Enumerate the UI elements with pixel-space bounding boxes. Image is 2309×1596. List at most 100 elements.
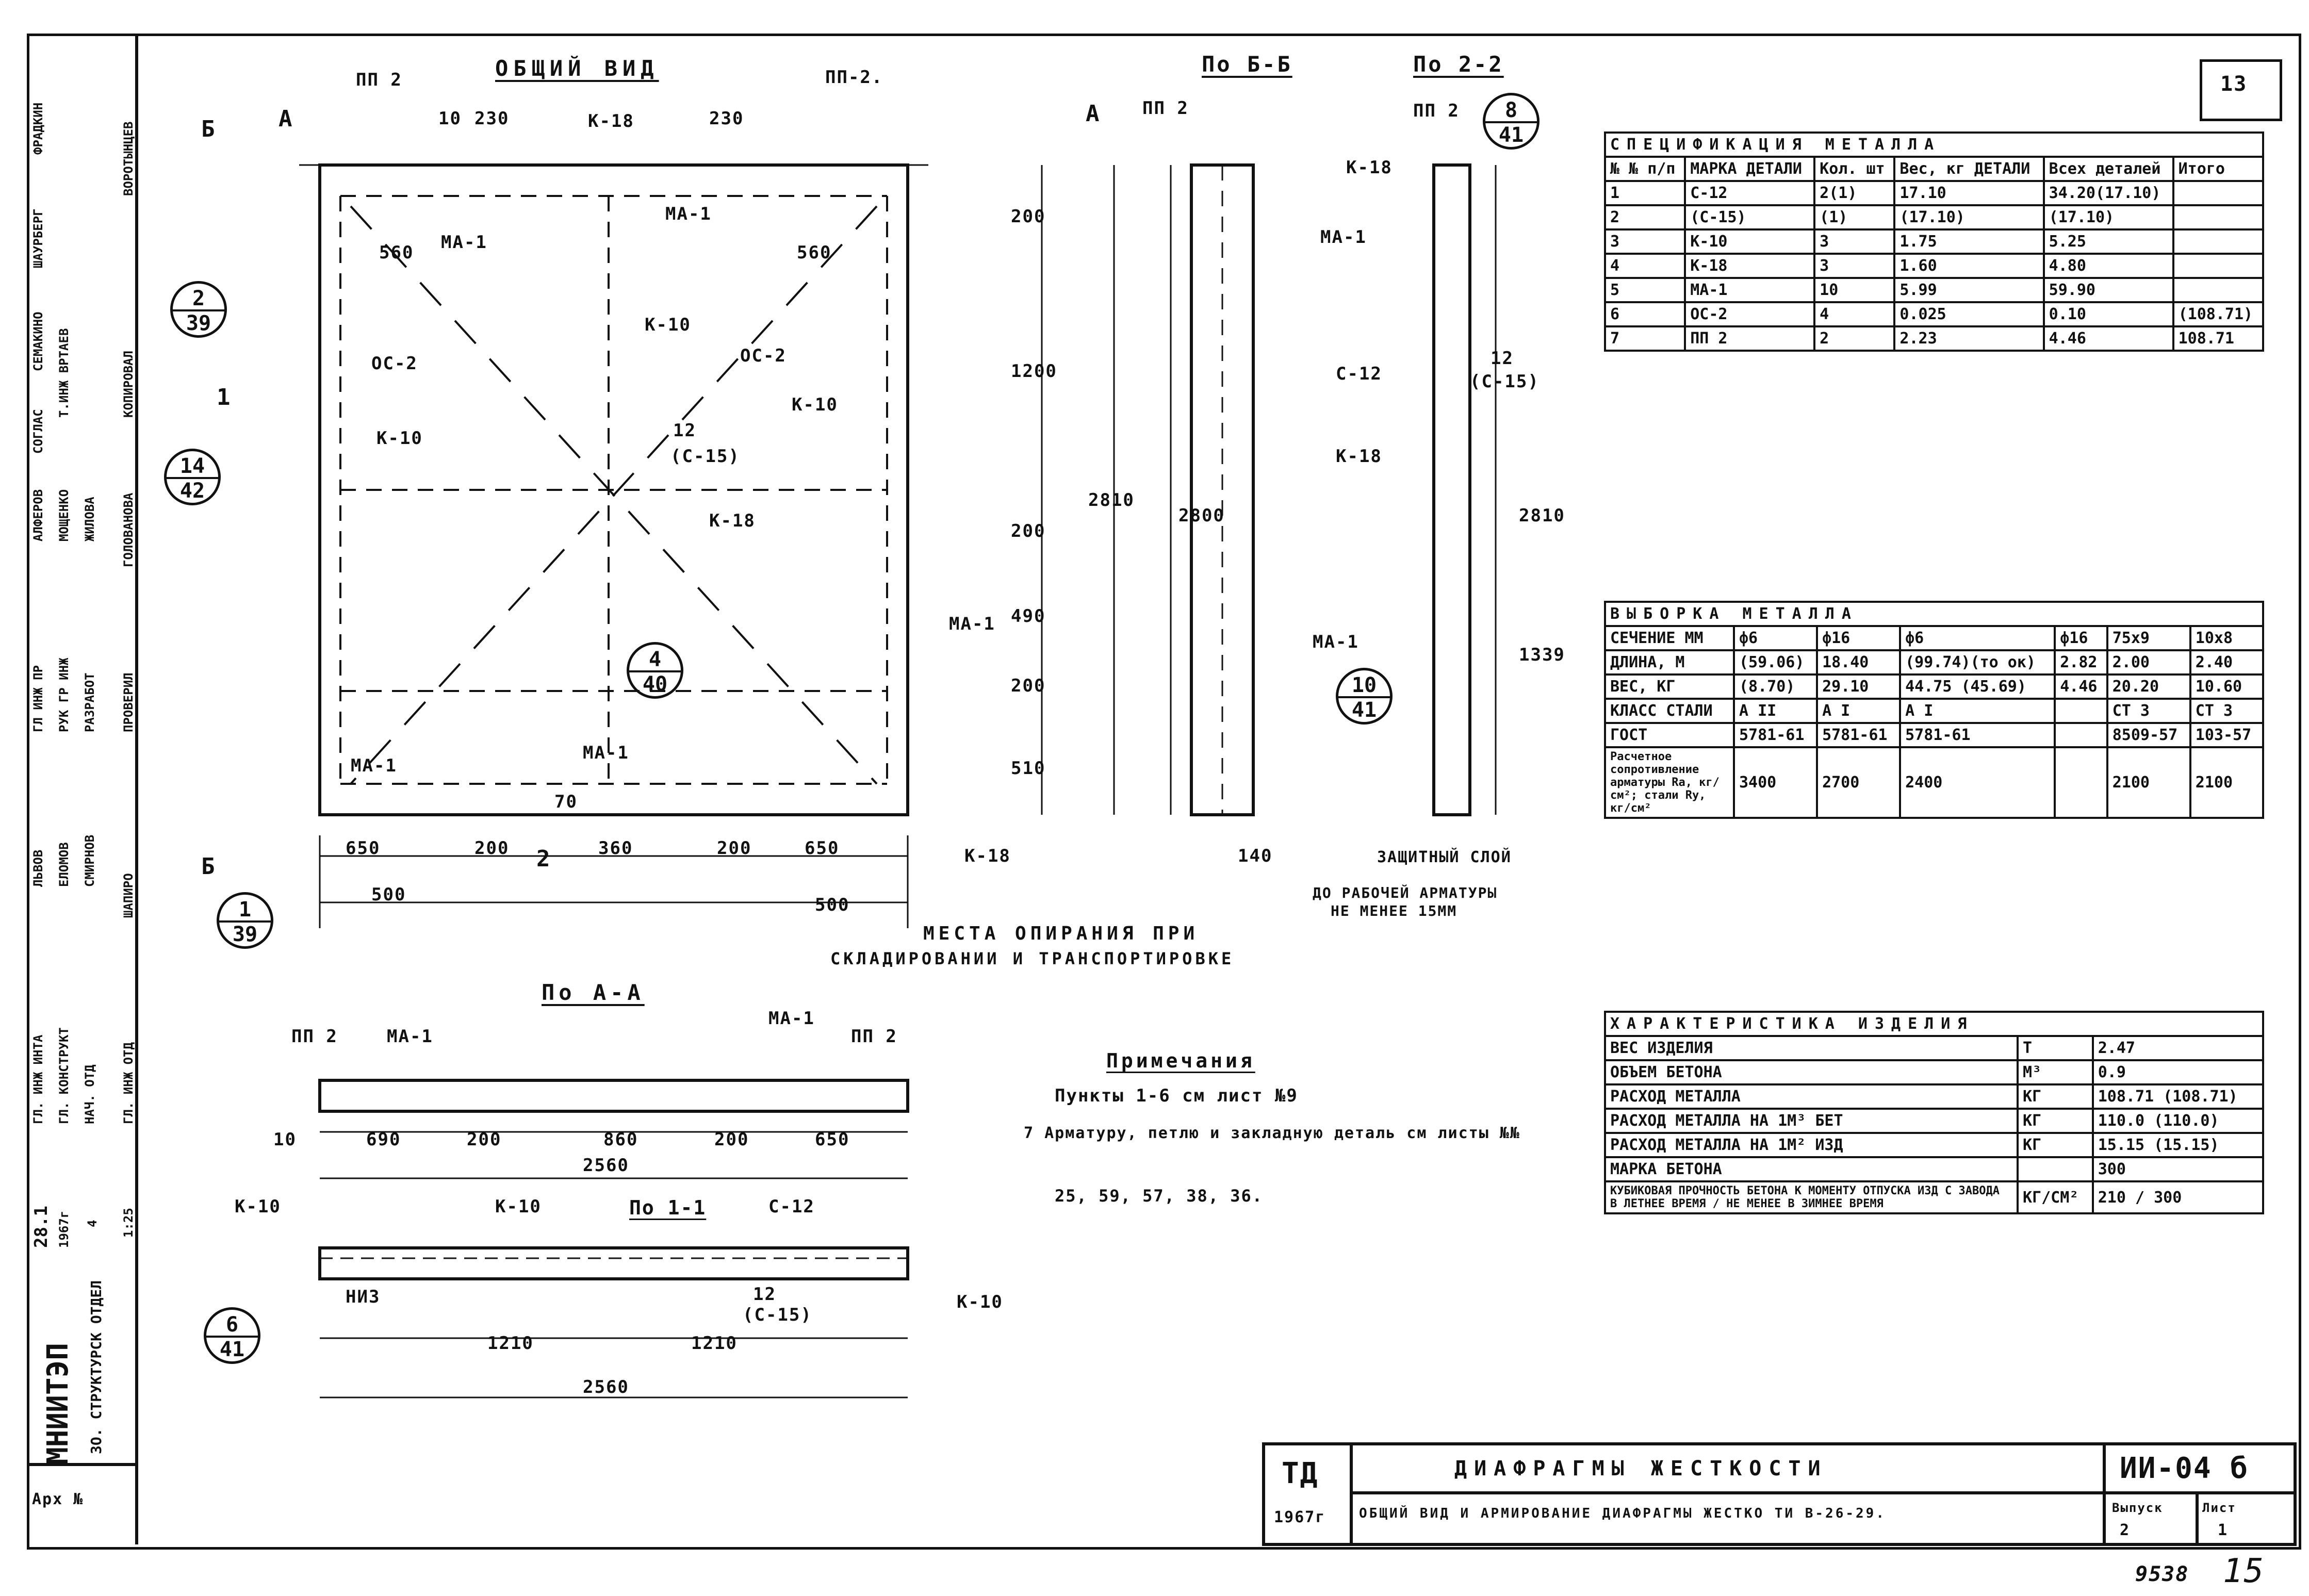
aa-label-ma1-right: МА-1: [768, 1008, 815, 1029]
selection-header: СЕЧЕНИЕ ММ: [1604, 625, 1735, 651]
selection-header: 75х9: [2106, 625, 2191, 651]
protective-layer-2: ДО РАБОЧЕЙ АРМАТУРЫ: [1313, 884, 1498, 901]
label-k18-mid: К-18: [709, 511, 756, 531]
tb-left-20: ГЛ. КОНСТРУКТ: [57, 1027, 71, 1124]
label-oc2-left: ОС-2: [371, 353, 418, 374]
tb-left-23: 28.1: [31, 1206, 52, 1248]
bb-label-pp2: ПП 2: [1142, 98, 1189, 119]
label-k10-3: К-10: [376, 428, 423, 449]
bb-label-ma1-bottom: МА-1: [1313, 632, 1359, 652]
tb-left-11: ГЛ ИНЖ ПР: [31, 665, 45, 732]
aa-dim-650: 650: [815, 1129, 850, 1150]
dim-560-right: 560: [797, 242, 832, 263]
tb-left-18: ШАПИРО: [121, 873, 136, 918]
dim-200-v3: 200: [1011, 676, 1046, 696]
selection-header: ф16: [2054, 625, 2108, 651]
s11-label-c15: (С-15): [743, 1305, 812, 1325]
label-c15: (С-15): [670, 446, 740, 467]
tb-left-2: ВОРОТЫНЦЕВ: [121, 121, 136, 196]
section-marker-b-top: Б: [201, 116, 216, 142]
s22-label-c12: С-12: [1336, 364, 1382, 384]
dim-230-top-2: 230: [709, 108, 744, 129]
tb-left-1: ШАУРБЕРГ: [31, 208, 45, 268]
label-ma1-right: МА-1: [949, 614, 995, 634]
section-marker-a-right: А: [1086, 101, 1101, 127]
label-pp2-left: ПП 2: [356, 70, 402, 90]
spec-table: СПЕЦИФИКАЦИЯ МЕТАЛЛА № № п/п МАРКА ДЕТАЛ…: [1603, 131, 2265, 352]
issue-label: Выпуск: [2112, 1501, 2163, 1515]
dim-510: 510: [1011, 758, 1046, 779]
tb-left-10: ГОЛОВАНОВА: [121, 492, 136, 568]
stamp-td: ТД: [1282, 1457, 1319, 1490]
aa-label-pp2-left: ПП 2: [291, 1026, 338, 1047]
tb-left-13: РАЗРАБОТ: [83, 672, 97, 732]
selection-header: ф16: [1816, 625, 1902, 651]
section-aa-title: По А-А: [542, 980, 645, 1005]
spec-row: 2(С-15)(1)(17.10)(17.10): [1603, 204, 2265, 231]
tb-left-3: СЕМАКИНО: [31, 311, 45, 371]
s22-label-c15: (С-15): [1470, 371, 1540, 392]
left-dept: ЗО. СТРУКТУРСК ОТДЕЛ: [88, 1280, 105, 1454]
s11-dim-1210-left: 1210: [487, 1333, 534, 1354]
label-k10-1: К-10: [645, 315, 691, 335]
spec-header: МАРКА ДЕТАЛИ: [1684, 156, 1816, 182]
dim-360: 360: [598, 838, 633, 859]
s11-label-12: 12: [753, 1284, 776, 1305]
section-marker-1: 1: [217, 384, 232, 410]
bb-label-ma1-top: МА-1: [1320, 227, 1367, 248]
tb-left-14: ПРОВЕРИЛ: [121, 672, 136, 732]
s22-label-k18-top: К-18: [1346, 157, 1393, 178]
aa-dim-2560: 2560: [583, 1155, 629, 1176]
tb-left-15: ЛЬВОВ: [31, 849, 45, 887]
tb-left-17: СМИРНОВ: [83, 834, 97, 887]
spec-header: Кол. шт: [1813, 156, 1896, 182]
label-pp2-right: ПП-2.: [825, 67, 883, 88]
tb-left-7: АЛФЕРОВ: [31, 489, 45, 541]
bb-dim-2800: 2800: [1178, 505, 1225, 526]
dim-200-v2: 200: [1011, 521, 1046, 541]
dim-490: 490: [1011, 606, 1046, 627]
selection-table: ВЫБОРКА МЕТАЛЛА СЕЧЕНИЕ ММ ф6 ф16 ф6 ф16…: [1604, 601, 2265, 819]
label-ma1-mid: МА-1: [441, 232, 487, 253]
sheet-value: 1: [2218, 1521, 2229, 1539]
section-11-title: По 1-1: [629, 1196, 707, 1219]
dim-10-top: 10: [438, 108, 462, 129]
dim-560-left: 560: [379, 242, 414, 263]
tb-left-19: ГЛ. ИНЖ ИНТА: [31, 1034, 45, 1124]
dim-200-left: 200: [474, 838, 510, 859]
notes-line-2: 7 Арматуру, петлю и закладную деталь см …: [1024, 1124, 1520, 1142]
tb-left-0: ФРАДКИН: [31, 102, 45, 155]
label-ma1-bottom-left: МА-1: [351, 755, 397, 776]
protective-layer-1: ЗАЩИТНЫЙ СЛОЙ: [1377, 848, 1512, 866]
s11-label-k10-right: К-10: [957, 1292, 1003, 1312]
bb-dim-140: 140: [1238, 846, 1273, 866]
s11-label-niz: НИЗ: [346, 1287, 381, 1307]
aa-label-ma1-left: МА-1: [387, 1026, 433, 1047]
spec-table-title: СПЕЦИФИКАЦИЯ МЕТАЛЛА: [1604, 131, 2264, 158]
notes-line-3: 25, 59, 57, 38, 36.: [1055, 1186, 1264, 1206]
spec-header: Итого: [2172, 156, 2265, 182]
aa-dim-860: 860: [603, 1129, 638, 1150]
dim-2810: 2810: [1088, 490, 1135, 511]
tb-left-24: 1967г: [57, 1210, 71, 1248]
sheet-title: ДИАФРАГМЫ ЖЕСТКОСТИ: [1454, 1457, 1828, 1480]
label-k18-top: К-18: [588, 111, 634, 131]
section-marker-2: 2: [536, 846, 551, 872]
corner-box: [2200, 59, 2282, 121]
